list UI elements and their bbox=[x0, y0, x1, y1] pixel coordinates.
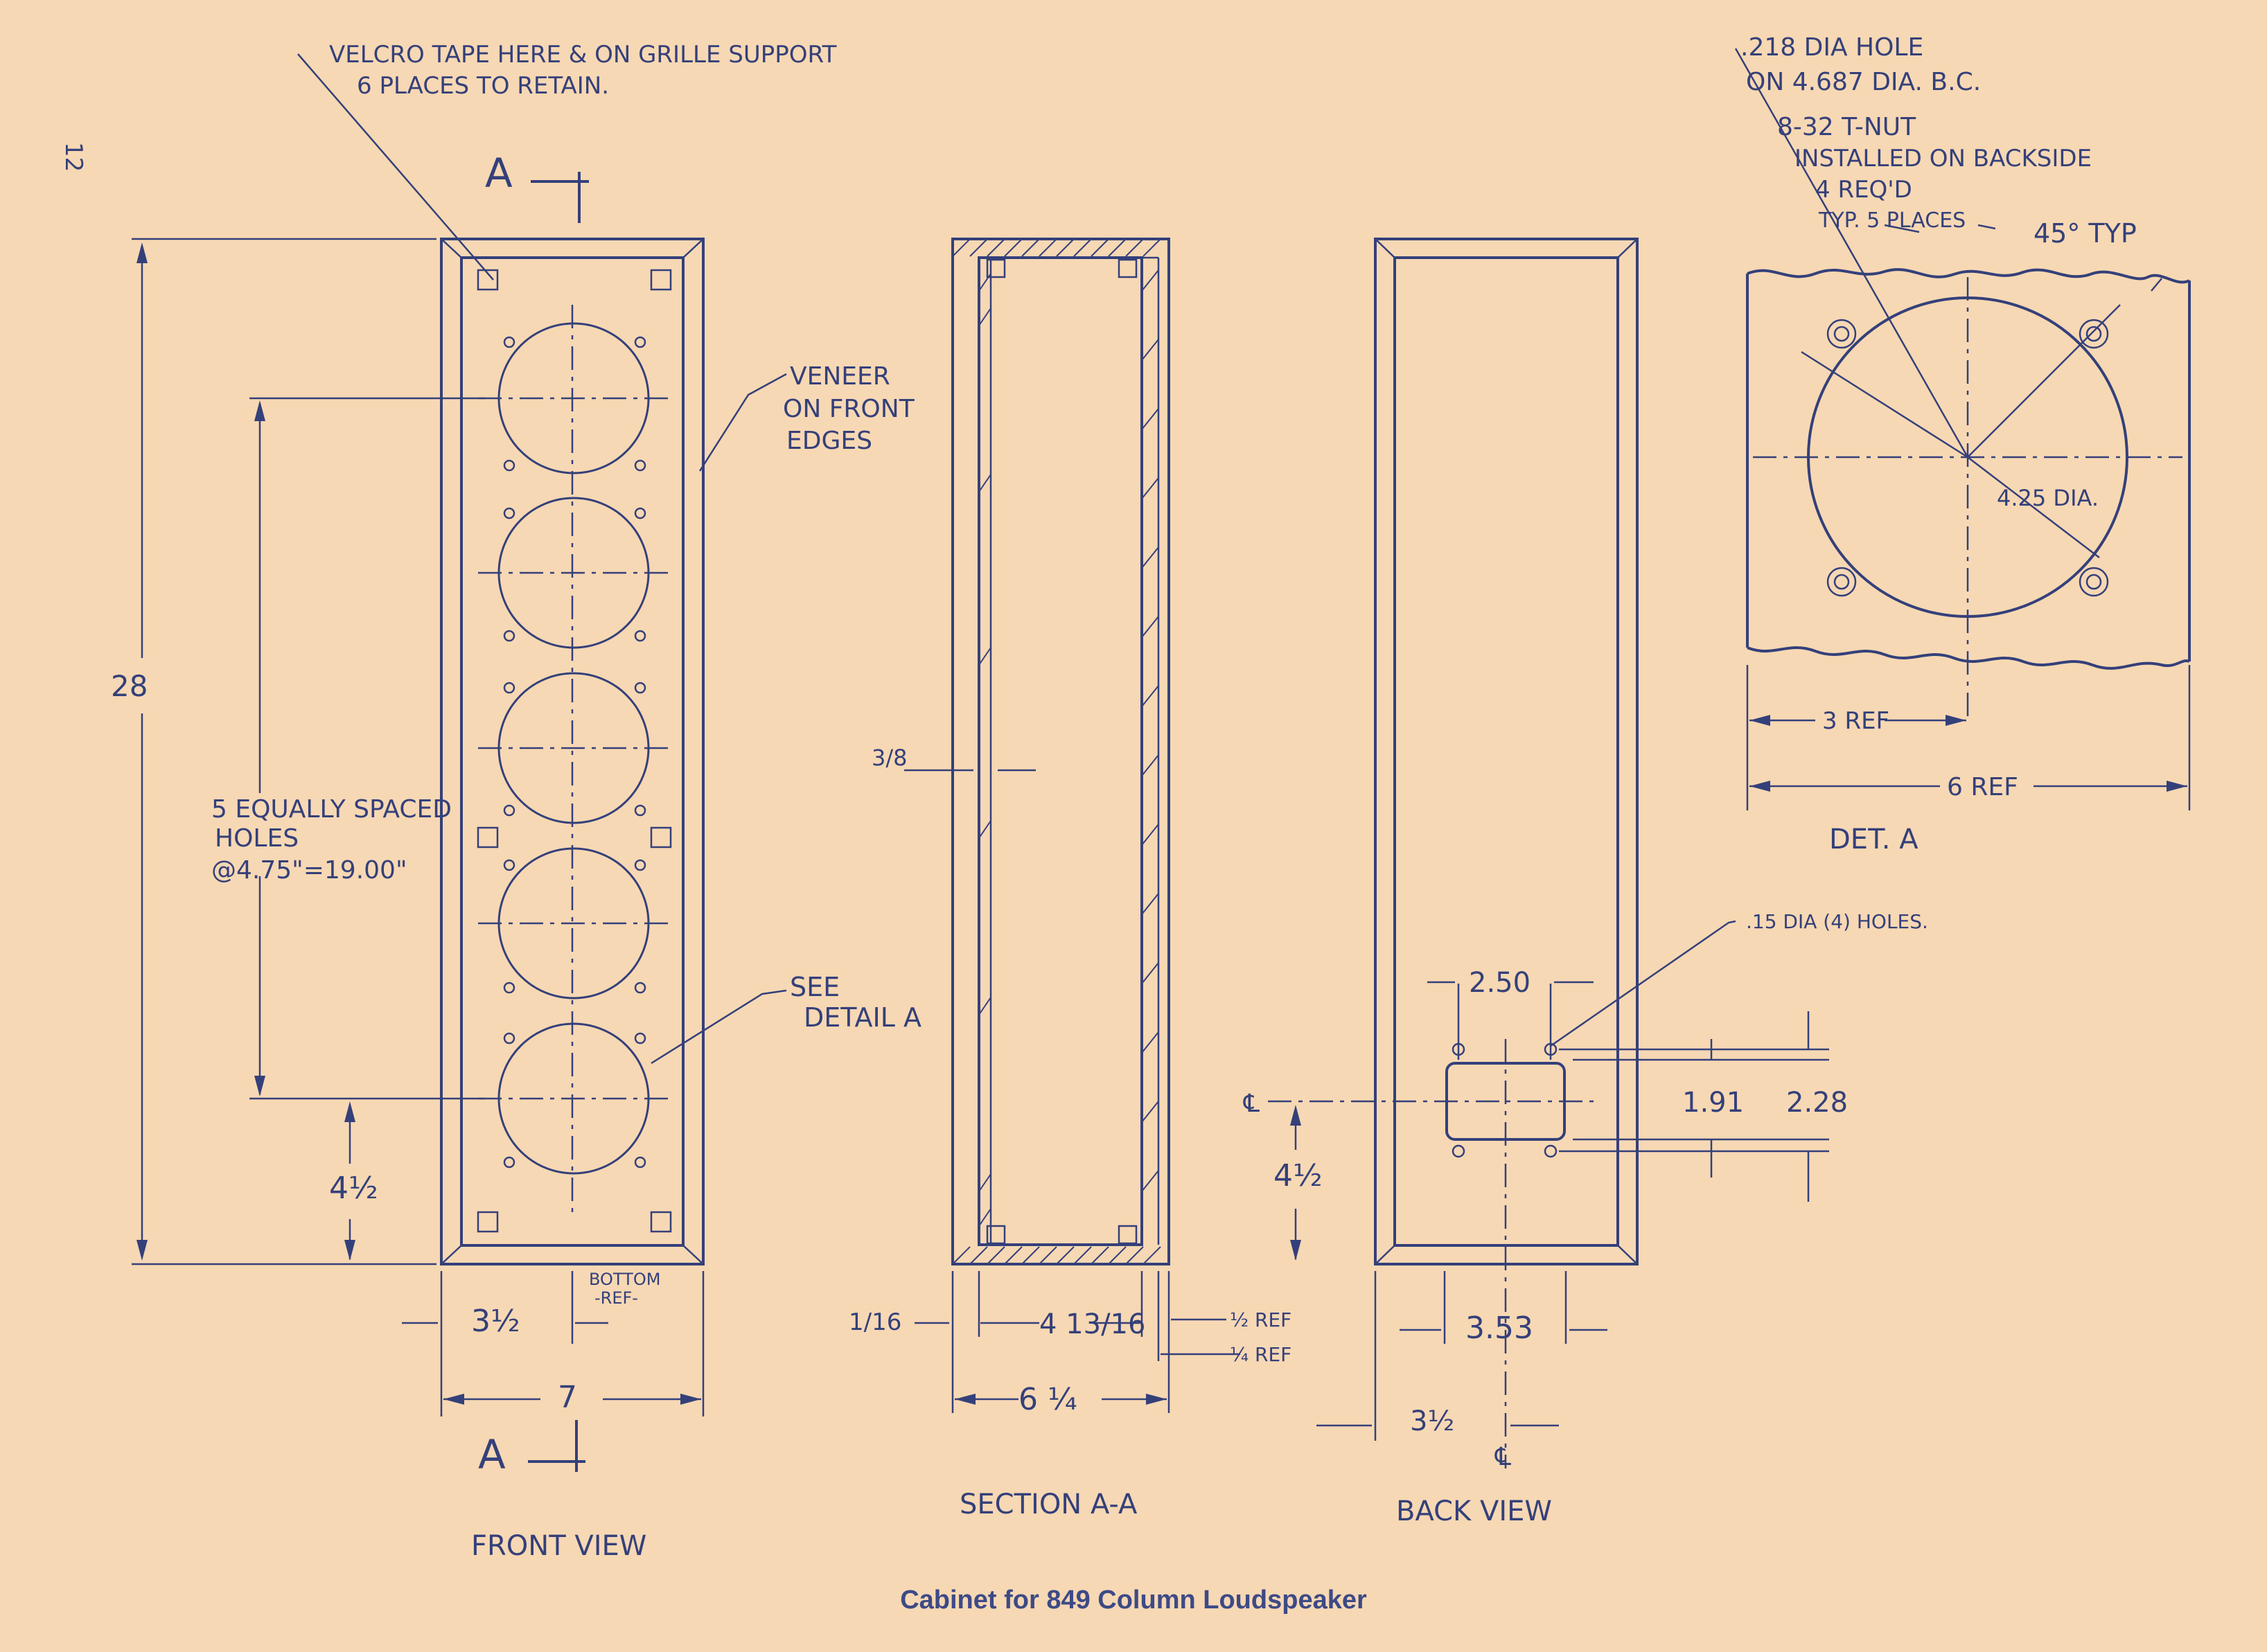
section-hatch bbox=[952, 238, 1161, 1265]
dim-228: 2.28 bbox=[1786, 1087, 1848, 1119]
dim-depth: 6 ¼ bbox=[1018, 1382, 1077, 1417]
speaker-holes bbox=[478, 322, 669, 1175]
dim-quarter-ref: ¼ REF bbox=[1230, 1343, 1291, 1366]
page-number: 12 bbox=[60, 142, 87, 172]
veneer-note-line2: ON FRONT bbox=[783, 395, 915, 423]
section-mark-bottom: A bbox=[478, 1431, 506, 1478]
front-outer-outline bbox=[440, 238, 705, 1265]
holes-note-line1: 5 EQUALLY SPACED bbox=[211, 795, 452, 824]
dim-spacing: 2.50 bbox=[1469, 967, 1531, 999]
veneer-note-line3: EDGES bbox=[786, 427, 872, 455]
dim-half-width: 3½ bbox=[471, 1304, 520, 1339]
detail-dim-6: 6 REF bbox=[1947, 773, 2018, 801]
section-outer bbox=[951, 238, 1170, 1265]
section-mark-top: A bbox=[485, 150, 513, 197]
back-view: 2.50 .15 DIA (4) HOLES. 1.91 2.28 ℄ 4½ 3… bbox=[1243, 238, 1928, 1527]
section-view-title: SECTION A-A bbox=[960, 1489, 1138, 1520]
velcro-pads bbox=[477, 269, 672, 1233]
detail-angle: 45° TYP bbox=[2034, 218, 2137, 249]
detail-note-line3: 8-32 T-NUT bbox=[1777, 113, 1916, 141]
dim-width: 7 bbox=[558, 1380, 577, 1415]
dim-left: 1/16 bbox=[849, 1308, 901, 1336]
dim-half-ref: ½ REF bbox=[1230, 1308, 1291, 1331]
holes-note-line3: @4.75"=19.00" bbox=[211, 856, 407, 885]
back-dim-bottom: 4½ bbox=[1273, 1158, 1323, 1193]
dim-bottom: 4½ bbox=[329, 1171, 378, 1206]
detail-note-line1: SEE bbox=[790, 972, 840, 1002]
detail-title: DET. A bbox=[1829, 824, 1918, 855]
dim-height: 28 bbox=[111, 669, 148, 703]
detail-a: .218 DIA HOLE ON 4.687 DIA. B.C. 8-32 T-… bbox=[1734, 33, 2191, 855]
back-inner bbox=[1393, 256, 1619, 1247]
front-view-title: FRONT VIEW bbox=[471, 1530, 646, 1562]
detail-note-line2: ON 4.687 DIA. B.C. bbox=[1746, 68, 1981, 96]
dim-191: 1.91 bbox=[1682, 1087, 1744, 1119]
detail-dim-3: 3 REF bbox=[1822, 707, 1889, 735]
dim-inner: 4 13/16 bbox=[1039, 1308, 1145, 1340]
detail-note-line5: 4 REQ'D bbox=[1815, 176, 1912, 204]
back-view-title: BACK VIEW bbox=[1396, 1495, 1552, 1527]
section-view: 3/8 1/16 4 13/16 ½ REF ¼ REF 6 ¼ SECTION… bbox=[849, 238, 1291, 1520]
figure-caption: Cabinet for 849 Column Loudspeaker bbox=[900, 1586, 1367, 1615]
front-view: A A VELCRO TAPE HERE & ON GRILLE SUPPORT… bbox=[111, 41, 921, 1562]
back-centerline-bottom: ℄ bbox=[1494, 1443, 1511, 1471]
detail-note-line4: INSTALLED ON BACKSIDE bbox=[1794, 145, 2092, 172]
detail-bottom-break bbox=[1747, 646, 2190, 670]
velcro-note-line1: VELCRO TAPE HERE & ON GRILLE SUPPORT bbox=[329, 41, 837, 69]
dim-353: 3.53 bbox=[1465, 1311, 1533, 1346]
back-dim-half: 3½ bbox=[1410, 1405, 1454, 1437]
back-holes-note: .15 DIA (4) HOLES. bbox=[1746, 910, 1928, 933]
detail-note-line2: DETAIL A bbox=[804, 1002, 921, 1033]
detail-dia: 4.25 DIA. bbox=[1997, 485, 2099, 511]
back-centerline-symbol: ℄ bbox=[1243, 1090, 1260, 1118]
mounting-holes bbox=[503, 336, 646, 1169]
dim-thickness: 3/8 bbox=[872, 745, 908, 771]
bottom-ref-line1: BOTTOM bbox=[589, 1270, 660, 1289]
holes-note-line2: HOLES bbox=[215, 824, 299, 853]
t-nuts bbox=[1826, 319, 2109, 597]
section-inner bbox=[978, 256, 1143, 1246]
detail-note-line1: .218 DIA HOLE bbox=[1740, 33, 1923, 62]
veneer-note-line1: VENEER bbox=[790, 362, 890, 391]
velcro-note-line2: 6 PLACES TO RETAIN. bbox=[357, 72, 609, 100]
bottom-ref-line2: -REF- bbox=[594, 1288, 638, 1308]
back-outer bbox=[1374, 238, 1639, 1265]
front-inner-outline bbox=[460, 256, 685, 1247]
detail-top-break bbox=[1747, 268, 2190, 284]
detail-note-line6: TYP. 5 PLACES bbox=[1818, 208, 1966, 233]
